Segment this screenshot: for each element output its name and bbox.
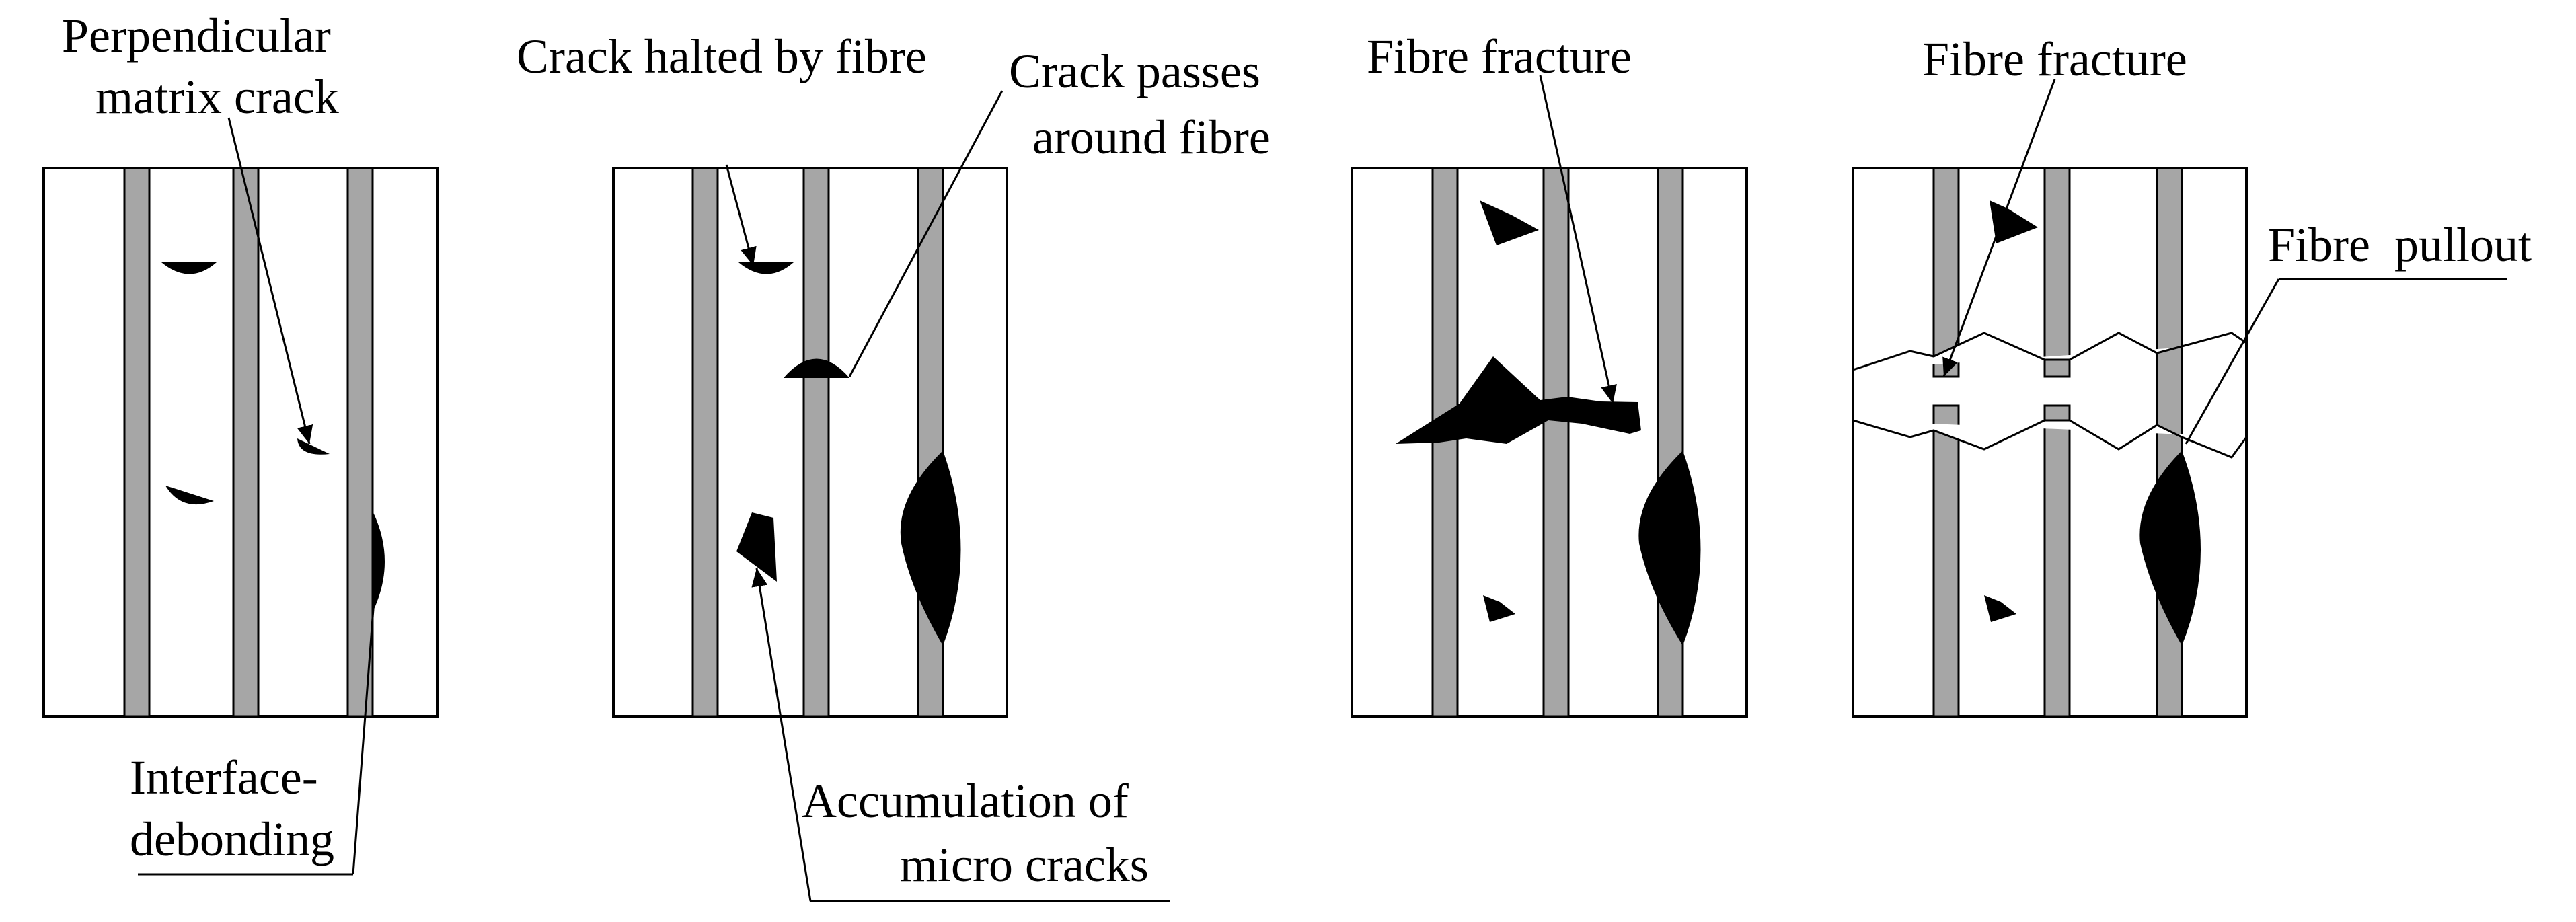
- leader-line: [751, 568, 812, 902]
- fibre: [691, 167, 719, 718]
- fracture-crack: [1396, 356, 1641, 444]
- fibre: [232, 167, 260, 718]
- debonding-crack: [2139, 451, 2201, 646]
- deflected-crack: [784, 358, 849, 378]
- micro-crack-cluster: [736, 512, 777, 582]
- fibre: [1431, 167, 1459, 718]
- label-perpendicular-line2: matrix crack: [96, 70, 339, 124]
- label-interface-line1: Interface-: [130, 751, 318, 804]
- leader-line: [725, 164, 757, 266]
- matrix-crack: [165, 486, 214, 505]
- label-fibre-fracture: Fibre fracture: [1922, 32, 2187, 86]
- leader-line: [2185, 278, 2280, 445]
- panel-crack-fibre-interaction: Crack halted by fibre Crack passes aroun…: [517, 30, 1271, 902]
- fibre-upper: [2043, 167, 2071, 378]
- debonding-crack: [900, 451, 961, 646]
- fracture-surface-lower: [1852, 419, 2248, 459]
- label-perpendicular-line1: Perpendicular: [62, 9, 331, 63]
- panel-fibre-pullout: Fibre fracture Fibre pullout: [1852, 32, 2532, 718]
- label-fibre-fracture: Fibre fracture: [1367, 30, 1632, 83]
- label-crack-passes-line2: around fibre: [1032, 110, 1271, 164]
- fibre: [2156, 167, 2183, 718]
- panel-matrix-cracking: Perpendicular matrix crack Interface- de…: [42, 9, 439, 876]
- fibre: [1542, 167, 1570, 718]
- label-crack-halted: Crack halted by fibre: [517, 30, 927, 83]
- fibre: [346, 167, 374, 718]
- leader-line: [848, 90, 1003, 377]
- label-accumulation-line1: Accumulation of: [802, 774, 1129, 828]
- label-interface-line2: debonding: [130, 812, 334, 866]
- label-fibre-pullout: Fibre pullout: [2268, 218, 2532, 272]
- fibre: [802, 167, 830, 718]
- debonding-crack: [1638, 451, 1701, 646]
- label-crack-passes-line1: Crack passes: [1009, 44, 1260, 98]
- matrix-crack: [161, 262, 217, 274]
- panel-fibre-fracture: Fibre fracture: [1351, 30, 1748, 718]
- leader-line: [227, 117, 313, 445]
- fibre-upper: [1932, 167, 1960, 378]
- matrix-crack: [1990, 200, 2038, 243]
- fibre-lower: [2043, 404, 2071, 718]
- fibre-lower: [1932, 404, 1960, 718]
- matrix-crack: [1483, 595, 1515, 622]
- leader-line: [1539, 75, 1617, 404]
- fibre: [123, 167, 151, 718]
- matrix-crack: [1984, 595, 2016, 622]
- matrix-crack: [1480, 200, 1539, 245]
- leader-line: [1942, 79, 2056, 377]
- fibre: [1657, 167, 1684, 718]
- leader-line: [352, 564, 378, 875]
- label-accumulation-line2: micro cracks: [900, 838, 1149, 892]
